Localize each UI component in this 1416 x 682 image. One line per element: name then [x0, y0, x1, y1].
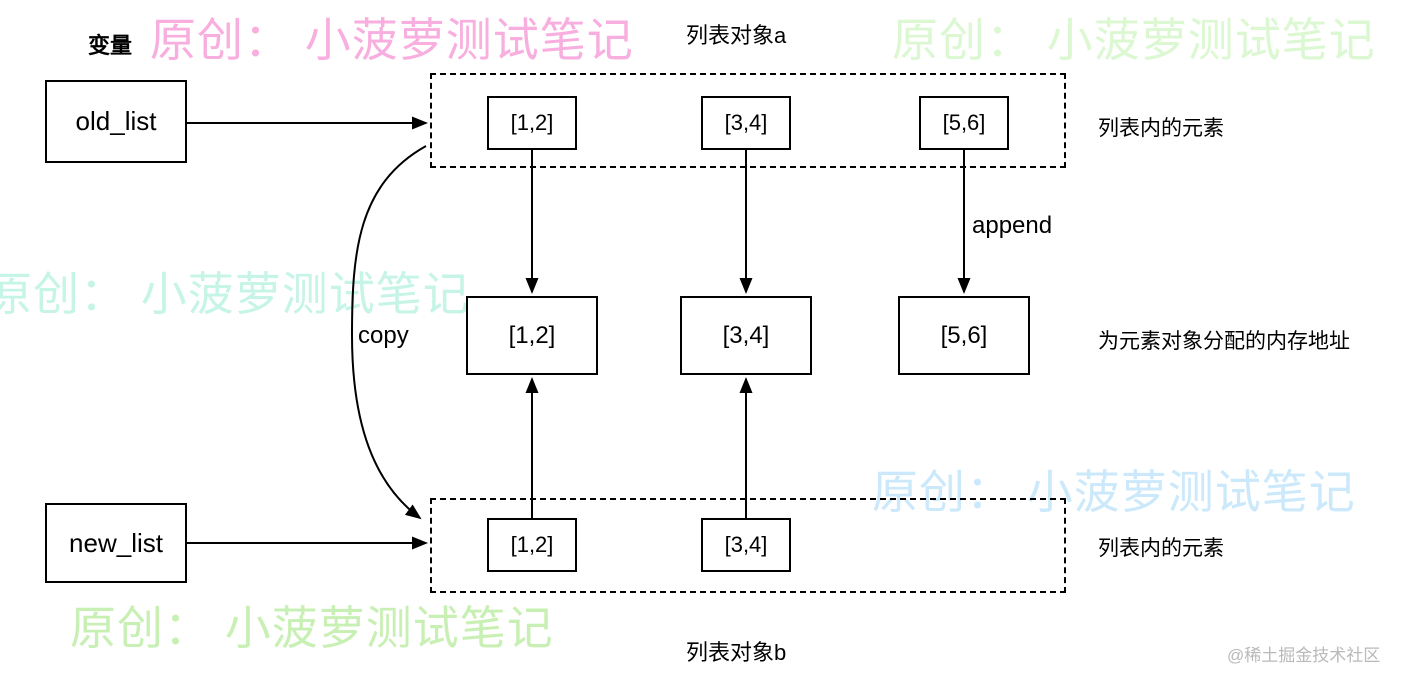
memory-box-1-value: [1,2] [508, 321, 556, 349]
memory-box-3: [5,6] [898, 296, 1030, 375]
list-a-element-1-value: [1,2] [510, 110, 554, 135]
list-b-element-2: [3,4] [701, 518, 791, 572]
memory-box-3-value: [5,6] [940, 321, 988, 349]
watermark-bottom-left: 原创： 小菠萝测试笔记 [70, 602, 554, 654]
watermark-middle-right: 原创： 小菠萝测试笔记 [872, 466, 1356, 518]
list-a-element-3: [5,6] [919, 96, 1009, 150]
memory-box-2-value: [3,4] [722, 321, 770, 349]
old-list-node: old_list [45, 80, 187, 163]
list-b-element-1: [1,2] [487, 518, 577, 572]
list-a-element-2: [3,4] [701, 96, 791, 150]
list-a-element-2-value: [3,4] [724, 110, 768, 135]
variable-label: 变量 [88, 33, 133, 58]
list-a-element-1: [1,2] [487, 96, 577, 150]
list-object-b-label: 列表对象b [686, 640, 787, 665]
list-elements-top-label: 列表内的元素 [1098, 117, 1224, 140]
copy-label: copy [358, 322, 409, 349]
list-b-element-2-value: [3,4] [724, 532, 768, 557]
list-object-a-label: 列表对象a [686, 23, 787, 48]
list-elements-bottom-label: 列表内的元素 [1098, 537, 1224, 560]
memory-address-label: 为元素对象分配的内存地址 [1098, 330, 1350, 353]
watermark-middle-left: 原创： 小菠萝测试笔记 [0, 268, 470, 320]
memory-box-1: [1,2] [466, 296, 598, 375]
list-a-element-3-value: [5,6] [942, 110, 986, 135]
old-list-label: old_list [75, 106, 157, 136]
list-b-element-1-value: [1,2] [510, 532, 554, 557]
append-label: append [972, 212, 1053, 239]
memory-box-2: [3,4] [680, 296, 812, 375]
new-list-node: new_list [45, 503, 187, 583]
site-credit: @稀土掘金技术社区 [1227, 646, 1381, 665]
new-list-label: new_list [69, 527, 163, 558]
watermark-top-left: 原创： 小菠萝测试笔记 [150, 14, 634, 66]
watermark-top-right: 原创： 小菠萝测试笔记 [892, 14, 1376, 66]
list-object-b-container [430, 498, 1066, 593]
list-object-a-container [430, 73, 1066, 168]
